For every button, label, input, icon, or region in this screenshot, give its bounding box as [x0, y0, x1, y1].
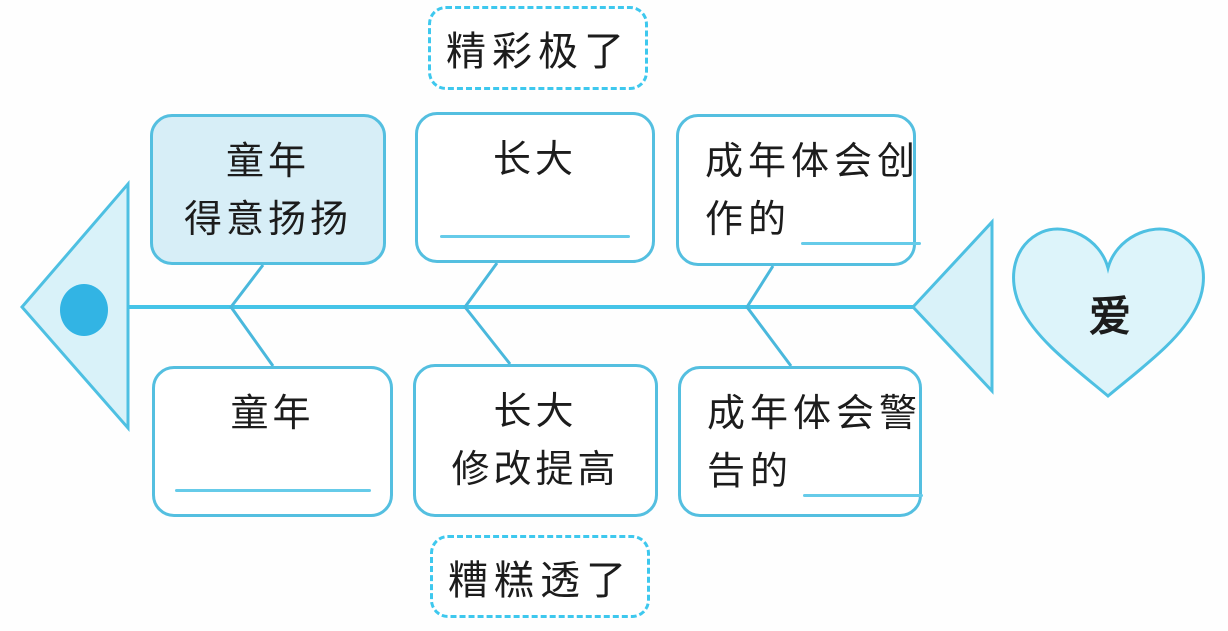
box-title: 成年体会创 — [705, 141, 921, 183]
top-box-childhood: 童年 得意扬扬 — [150, 114, 386, 265]
heart-label: 爱 — [1088, 293, 1131, 340]
box-subtitle: 修改提高 — [451, 449, 620, 491]
blank-underline — [174, 489, 371, 492]
top-axis-label: 精彩极了 — [446, 29, 630, 74]
rib-2 — [463, 262, 512, 365]
top-box-adult-creation: 成年体会创 作的 — [676, 114, 922, 266]
bottom-axis-label-box: 糟糕透了 — [430, 535, 650, 618]
blank-underline — [803, 494, 924, 497]
rib-3 — [745, 265, 793, 367]
box-subtitle: 得意扬扬 — [183, 199, 352, 241]
box-subtitle: 告的 — [707, 451, 794, 493]
bottom-box-growing-up: 长大 修改提高 — [413, 364, 658, 517]
box-title: 长大 — [492, 139, 577, 181]
blank-underline — [440, 235, 630, 238]
heart-icon — [1012, 227, 1205, 398]
blank-underline — [801, 242, 922, 245]
top-box-growing-up: 长大 — [415, 112, 655, 263]
top-axis-label-box: 精彩极了 — [428, 6, 648, 90]
fish-tail-icon — [910, 218, 994, 395]
bottom-axis-label: 糟糕透了 — [448, 557, 632, 603]
box-title: 成年体会警 — [707, 393, 923, 435]
box-title: 童年 — [225, 141, 310, 183]
box-title: 童年 — [230, 393, 315, 435]
fish-eye-icon — [60, 284, 108, 336]
bottom-box-adult-warning: 成年体会警 告的 — [678, 366, 924, 517]
box-title: 长大 — [493, 391, 578, 433]
bottom-box-childhood: 童年 — [152, 366, 393, 517]
rib-1 — [229, 264, 275, 367]
box-subtitle: 作的 — [705, 199, 792, 241]
